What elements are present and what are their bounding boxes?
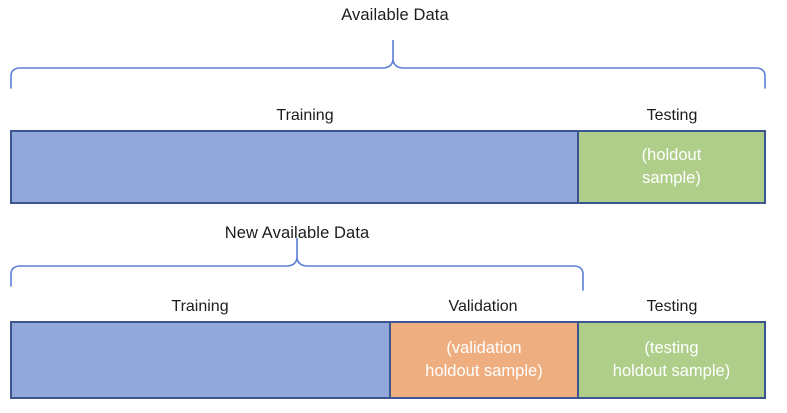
segment-label-training-bottom: Training — [171, 298, 229, 315]
segment-label-validation-bottom: Validation — [448, 298, 518, 315]
segment-validation-bottom: (validation holdout sample) — [388, 323, 577, 397]
brace-available-data — [10, 40, 766, 89]
group-label-available-data: Available Data — [341, 6, 449, 24]
segment-label-testing-bottom: Testing — [646, 298, 698, 315]
segment-label-testing-top: Testing — [646, 107, 698, 124]
segment-label-training-top: Training — [276, 107, 334, 124]
segment-testing-bottom: (testing holdout sample) — [576, 323, 764, 397]
data-split-bar-original: (holdout sample) — [10, 130, 766, 204]
segment-training-top — [12, 132, 577, 202]
segment-testing-top: (holdout sample) — [576, 132, 764, 202]
brace-new-available-data — [10, 238, 584, 291]
segment-training-bottom — [12, 323, 389, 397]
data-split-bar-with-validation: (validation holdout sample) (testing hol… — [10, 321, 766, 399]
group-label-new-available-data: New Available Data — [224, 224, 370, 242]
